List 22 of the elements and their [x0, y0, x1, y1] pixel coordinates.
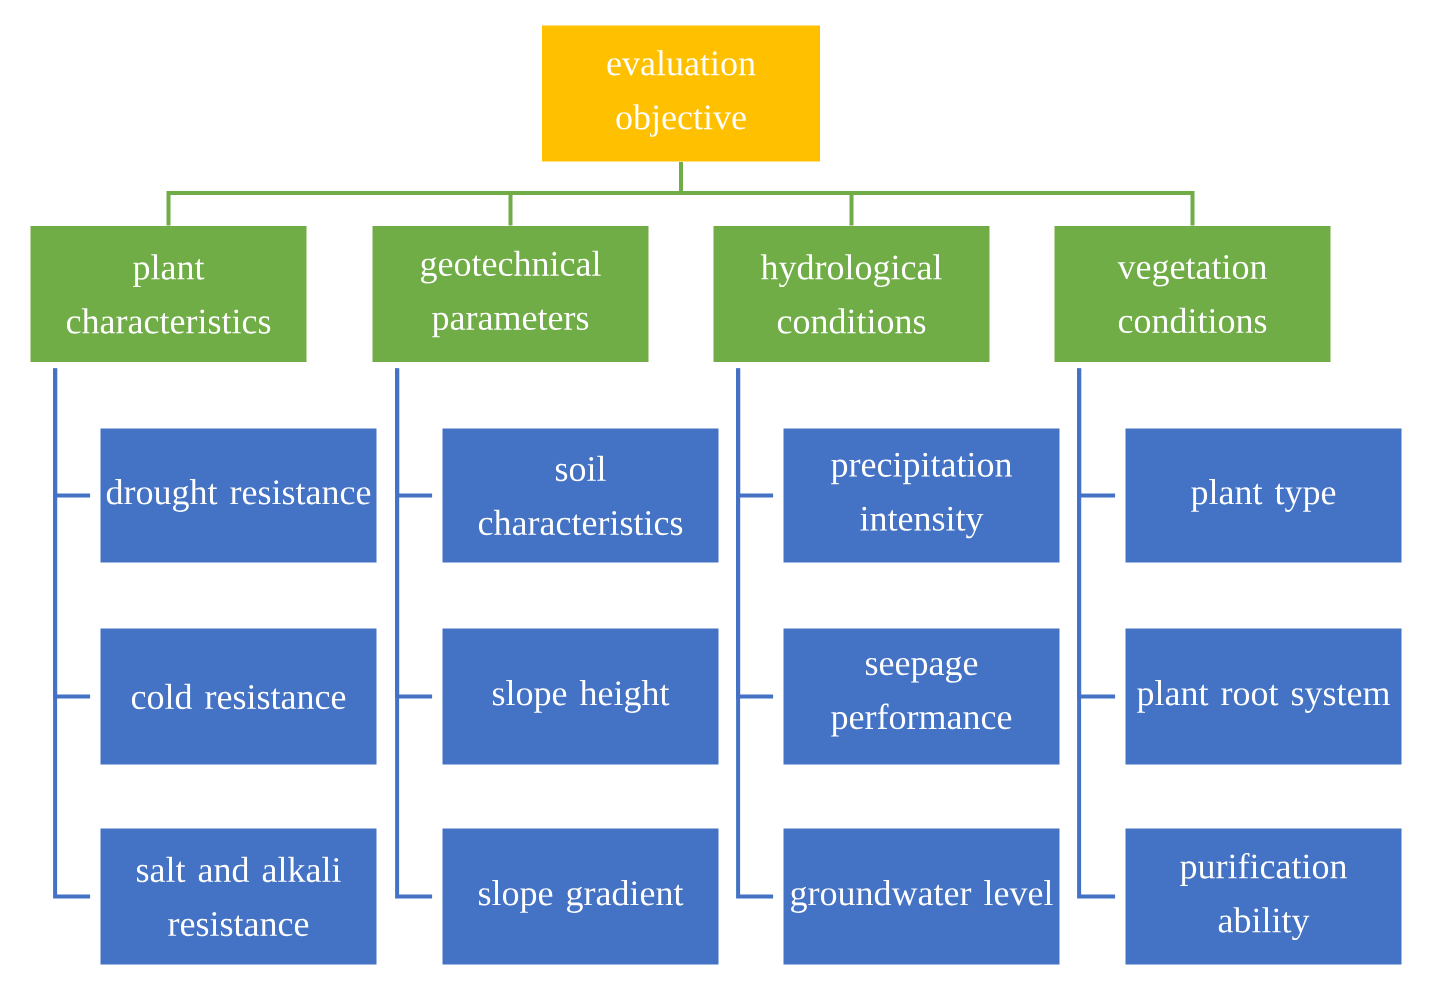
indicator-box: plant root system [1125, 628, 1402, 765]
connector-line [736, 368, 774, 899]
indicator-box: seepage performance [783, 628, 1060, 765]
indicator-box: plant type [1125, 428, 1402, 563]
connector-line [53, 368, 91, 899]
criterion-box: hydrological conditions [713, 226, 990, 362]
indicator-box: slope gradient [442, 828, 719, 965]
indicator-box: salt and alkali resistance [100, 828, 377, 965]
criterion-box: vegetation conditions [1054, 226, 1331, 362]
indicator-box: cold resistance [100, 628, 377, 765]
indicator-box: purification ability [1125, 828, 1402, 965]
indicator-box: drought resistance [100, 428, 377, 563]
indicator-box: precipitation intensity [783, 428, 1060, 563]
criterion-box: geotechnical parameters [372, 226, 649, 362]
indicator-box: soil characteristics [442, 428, 719, 563]
connector-line [1077, 368, 1116, 899]
connector-line [679, 161, 1195, 226]
objective-box: evaluation objective [542, 25, 820, 162]
criterion-box: plant characteristics [30, 226, 307, 362]
connector-line [395, 368, 433, 899]
indicator-box: slope height [442, 628, 719, 765]
indicator-box: groundwater level [783, 828, 1060, 965]
